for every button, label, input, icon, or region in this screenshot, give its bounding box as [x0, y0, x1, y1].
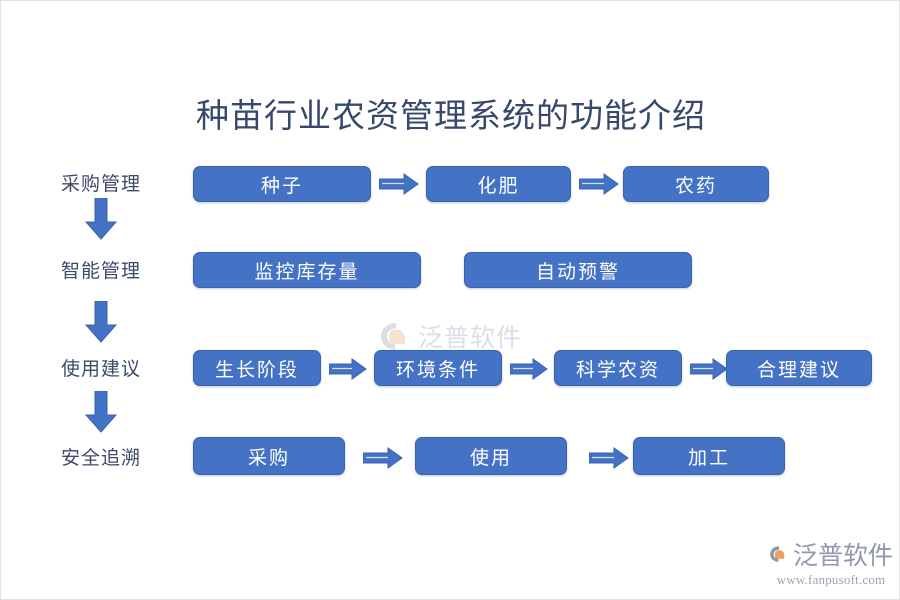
stage-label-procurement: 采购管理	[60, 174, 141, 195]
node-box-fertilizer[interactable]: 化肥	[426, 166, 571, 202]
brand-name: 泛普软件	[792, 543, 893, 570]
brand-url: www.fanpusoft.com	[776, 572, 886, 587]
brand-logo: 泛普软件 www.fanpusoft.com	[769, 537, 893, 593]
node-box-inventory-monitoring[interactable]: 监控库存量	[193, 252, 421, 288]
flow-arrow-right-icon	[329, 358, 367, 380]
node-box-processing[interactable]: 加工	[633, 437, 785, 475]
stage-flow-down-arrow-icon	[84, 198, 118, 240]
flow-arrow-right-icon	[579, 173, 619, 195]
brand-logo-row: 泛普软件	[769, 537, 893, 571]
fanpu-logo-icon	[770, 546, 785, 562]
node-box-reasonable-advice[interactable]: 合理建议	[726, 350, 872, 386]
stage-flow-down-arrow-icon	[84, 391, 118, 433]
node-box-growth-stage[interactable]: 生长阶段	[193, 350, 321, 386]
flow-arrow-right-icon	[510, 358, 548, 380]
flow-arrow-right-icon	[363, 447, 403, 469]
node-box-seed[interactable]: 种子	[193, 166, 371, 202]
stage-label-usage-advice: 使用建议	[60, 359, 141, 380]
node-box-pesticide[interactable]: 农药	[623, 166, 769, 202]
stage-label-safety-traceability: 安全追溯	[60, 448, 141, 469]
center-watermark-text: 泛普软件	[418, 325, 523, 352]
flow-arrow-right-icon	[690, 358, 728, 380]
node-box-auto-alert[interactable]: 自动预警	[464, 252, 692, 288]
flow-arrow-right-icon	[379, 173, 419, 195]
stage-flow-down-arrow-icon	[84, 301, 118, 343]
node-box-scientific-agri-input[interactable]: 科学农资	[554, 350, 682, 386]
node-box-purchase[interactable]: 采购	[193, 437, 345, 475]
fanpu-logo-icon	[381, 323, 405, 350]
node-box-usage[interactable]: 使用	[415, 437, 567, 475]
node-box-environment-condition[interactable]: 环境条件	[374, 350, 502, 386]
page-title: 种苗行业农资管理系统的功能介绍	[196, 99, 706, 135]
stage-label-intelligent-management: 智能管理	[60, 261, 141, 282]
flow-arrow-right-icon	[589, 447, 629, 469]
